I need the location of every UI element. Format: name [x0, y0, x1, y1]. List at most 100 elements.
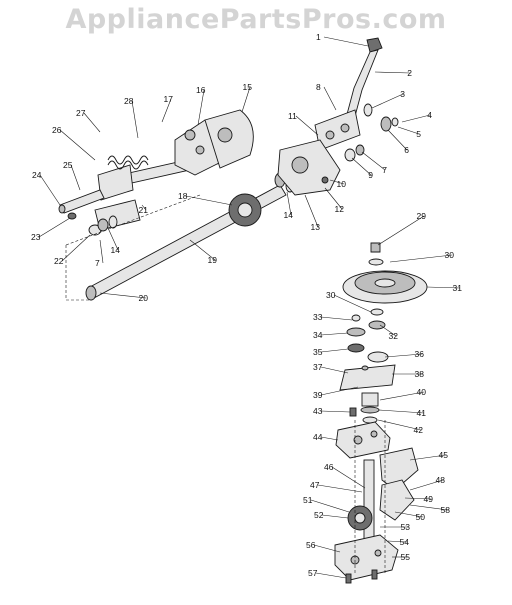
callout-18: 18 — [178, 191, 188, 201]
leader-line-8 — [323, 86, 337, 111]
callout-37: 34 — [313, 330, 323, 340]
callout-46: 43 — [313, 406, 323, 416]
callout-50: 47 — [310, 480, 320, 490]
callout-25: 25 — [63, 160, 73, 170]
sprocket — [228, 193, 262, 227]
leader-line-53 — [394, 511, 424, 518]
callout-52: 49 — [424, 494, 434, 504]
callout-28: 28 — [124, 96, 134, 106]
leader-line-57 — [387, 540, 408, 543]
leader-line-55 — [321, 514, 349, 519]
callout-1: 1 — [316, 32, 321, 42]
leader-line-2 — [374, 71, 411, 74]
callout-42: 39 — [313, 390, 323, 400]
callout-13: 13 — [311, 222, 321, 232]
leader-line-60 — [315, 572, 347, 579]
callout-59: 56 — [306, 540, 316, 550]
leader-line-17 — [161, 98, 172, 123]
callout-54: 51 — [303, 495, 313, 505]
callout-8: 8 — [316, 82, 321, 92]
leader-line-18 — [185, 195, 233, 206]
callout-20: 20 — [139, 293, 149, 303]
leader-line-51 — [409, 479, 444, 491]
leader-line-21 — [141, 204, 147, 211]
callout-3: 3 — [400, 89, 405, 99]
callout-60: 57 — [308, 568, 318, 578]
callout-22: 22 — [54, 256, 64, 266]
parts-drawing — [58, 37, 428, 584]
callout-12: 12 — [335, 204, 345, 214]
leader-line-14 — [286, 191, 292, 216]
leader-line-24 — [39, 174, 61, 206]
leader-line-37 — [320, 332, 349, 336]
leader-line-9 — [351, 157, 372, 176]
callout-34: 30 — [326, 290, 336, 300]
leader-line-12 — [324, 187, 343, 210]
callout-55: 52 — [314, 510, 324, 520]
gearbox-bottom — [334, 534, 399, 581]
housing-cover — [204, 109, 254, 169]
callout-44: 41 — [417, 408, 427, 418]
gearbox-top — [335, 421, 391, 459]
callout-11: 11 — [288, 111, 297, 121]
callout-16: 16 — [196, 85, 206, 95]
callout-17: 17 — [164, 94, 174, 104]
callout-labels: 1234567891011121314151617181920212223242… — [31, 32, 462, 578]
leader-line-48 — [409, 454, 447, 461]
callout-19: 19 — [208, 255, 218, 265]
callout-14: 14 — [284, 210, 294, 220]
callout-9: 9 — [368, 170, 373, 180]
callout-32: 30 — [445, 250, 455, 260]
callout-45: 42 — [414, 425, 424, 435]
leader-line-7 — [361, 151, 386, 171]
callout-30: 14 — [111, 245, 121, 255]
leader-line-33 — [426, 286, 461, 289]
leader-line-46 — [320, 410, 351, 413]
pulley-nut — [368, 242, 384, 266]
leader-line-54 — [310, 499, 350, 513]
leader-line-3 — [371, 93, 404, 109]
callout-26: 26 — [52, 125, 62, 135]
leader-line-38 — [320, 348, 349, 353]
callout-21: 21 — [139, 205, 149, 215]
callout-43: 40 — [417, 387, 427, 397]
leader-line-4 — [401, 114, 431, 123]
callout-56: 53 — [401, 522, 411, 532]
callout-48: 45 — [439, 450, 449, 460]
leader-line-19 — [189, 239, 216, 261]
leader-line-5 — [397, 126, 420, 135]
callout-5: 5 — [416, 129, 421, 139]
bushings — [360, 392, 380, 424]
cam-plate — [379, 479, 415, 521]
callout-31: 29 — [417, 211, 427, 221]
callout-7: 7 — [382, 165, 387, 175]
left-pins — [58, 189, 118, 236]
callout-2: 2 — [407, 68, 412, 78]
callout-4: 4 — [427, 110, 432, 120]
leader-line-50 — [317, 484, 363, 493]
spring-coil — [107, 155, 149, 170]
leader-line-25 — [70, 164, 81, 191]
callout-57: 54 — [400, 537, 410, 547]
mount-plate — [339, 364, 396, 391]
leader-line-29 — [99, 239, 104, 264]
callout-15: 15 — [243, 82, 253, 92]
side-bracket — [379, 447, 419, 491]
callout-49: 46 — [324, 462, 334, 472]
small-bolt — [349, 407, 357, 417]
washers-stack — [346, 308, 389, 363]
callout-53: 50 — [416, 512, 426, 522]
callout-61: 58 — [441, 505, 451, 515]
leader-line-43 — [379, 391, 425, 401]
callout-35: 32 — [389, 331, 399, 341]
callout-40: 37 — [313, 362, 323, 372]
leader-line-13 — [304, 194, 319, 228]
leader-line-39 — [384, 353, 423, 358]
leader-line-6 — [387, 129, 408, 151]
leader-line-34 — [333, 294, 372, 313]
callout-36: 33 — [313, 312, 323, 322]
leader-line-1 — [323, 36, 369, 47]
dashed-guide-lines — [65, 194, 386, 575]
gear-housing-right — [277, 139, 341, 196]
